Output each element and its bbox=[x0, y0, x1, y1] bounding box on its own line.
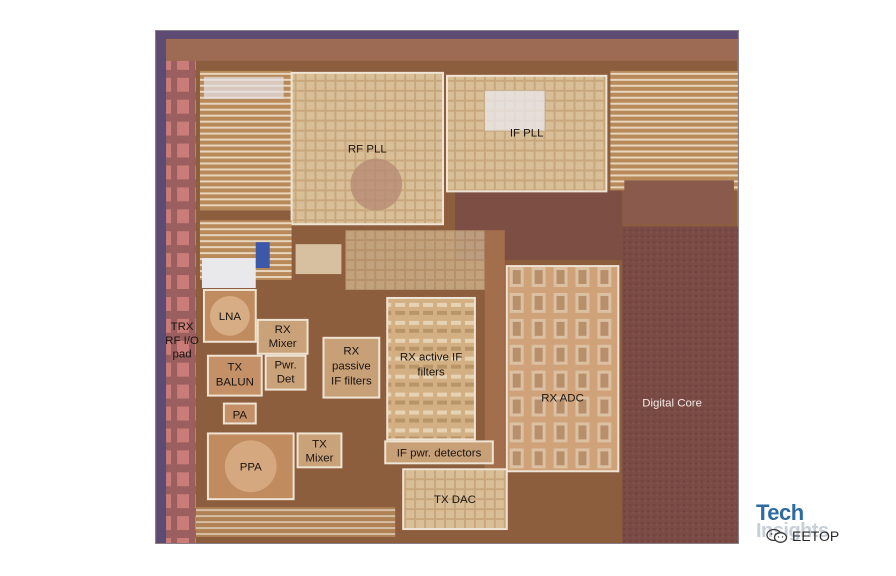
pa-block bbox=[222, 402, 257, 425]
if-pll-label: IF PLL bbox=[510, 128, 544, 140]
watermark-tech-text: Tech bbox=[756, 500, 804, 525]
tx-balun-label-2: BALUN bbox=[216, 377, 254, 389]
tx-dac-label: TX DAC bbox=[434, 494, 476, 506]
blue-test-pad bbox=[255, 242, 270, 269]
tx-dac-block bbox=[402, 468, 508, 531]
die-floorplan: RF PLL IF PLL TRX RF I/O pad LNA RX Mixe… bbox=[156, 31, 738, 543]
rf-pll-inductor bbox=[350, 158, 403, 211]
top-right-block bbox=[610, 70, 738, 191]
top-seal-ring bbox=[156, 31, 738, 39]
ppa-label: PPA bbox=[240, 461, 262, 473]
tx-mixer-label-1: TX bbox=[312, 438, 327, 450]
pwr-det-label-1: Pwr. bbox=[275, 360, 297, 372]
watermark-brand-badge: EETOP bbox=[766, 528, 839, 544]
tx-balun-block bbox=[206, 354, 263, 397]
digital-core-label: Digital Core bbox=[642, 398, 702, 410]
rx-adc-block bbox=[505, 265, 620, 473]
rx-adc-label: RX ADC bbox=[541, 393, 584, 405]
rx-mixer-block bbox=[256, 318, 309, 355]
left-seal-ring bbox=[156, 31, 167, 543]
top-pad-row bbox=[166, 38, 738, 61]
wechat-icon bbox=[766, 528, 788, 543]
rx-passive-if-filters-block bbox=[322, 336, 381, 399]
left-pad-column bbox=[166, 60, 196, 543]
tx-mixer-label-2: Mixer bbox=[306, 452, 334, 464]
if-pll-core bbox=[484, 90, 545, 131]
ppa-inductor bbox=[224, 440, 277, 493]
top-right-logic bbox=[624, 180, 734, 225]
pwr-det-label-2: Det bbox=[277, 374, 296, 386]
rx-passive-label-1: RX bbox=[343, 346, 359, 358]
rx-active-if-filters-block bbox=[386, 296, 476, 441]
rx-active-label-2: filters bbox=[417, 367, 445, 379]
trx-label: TRX bbox=[171, 321, 194, 333]
rf-cap-block bbox=[201, 258, 256, 288]
rx-mixer-label-1: RX bbox=[275, 324, 291, 336]
pad-label: pad bbox=[172, 349, 191, 361]
digital-core-region bbox=[622, 226, 738, 543]
if-pwr-detectors-block bbox=[384, 440, 494, 465]
top-left-register bbox=[203, 76, 284, 99]
tx-balun-label-1: TX bbox=[228, 362, 243, 374]
tx-mixer-block bbox=[296, 432, 343, 469]
rx-passive-label-3: IF filters bbox=[331, 376, 372, 388]
bottom-bias-strip bbox=[195, 507, 396, 538]
rx-mixer-label-2: Mixer bbox=[269, 338, 297, 350]
center-left-block bbox=[295, 244, 342, 275]
watermark: Tech Insights EETOP bbox=[756, 500, 886, 560]
center-bias-block bbox=[345, 230, 485, 290]
rf-pll-label: RF PLL bbox=[348, 144, 387, 156]
pa-label: PA bbox=[233, 409, 248, 421]
rx-passive-label-2: passive bbox=[332, 361, 371, 373]
rf-io-label: RF I/O bbox=[165, 335, 199, 347]
lna-label: LNA bbox=[219, 311, 242, 323]
chip-die-photo: RF PLL IF PLL TRX RF I/O pad LNA RX Mixe… bbox=[155, 30, 739, 544]
rx-active-label-1: RX active IF bbox=[400, 352, 462, 364]
pwr-det-block bbox=[264, 354, 307, 391]
watermark-brand-text: EETOP bbox=[792, 528, 840, 544]
if-pwr-detectors-label: IF pwr. detectors bbox=[397, 447, 482, 459]
lna-inductor bbox=[209, 295, 250, 336]
